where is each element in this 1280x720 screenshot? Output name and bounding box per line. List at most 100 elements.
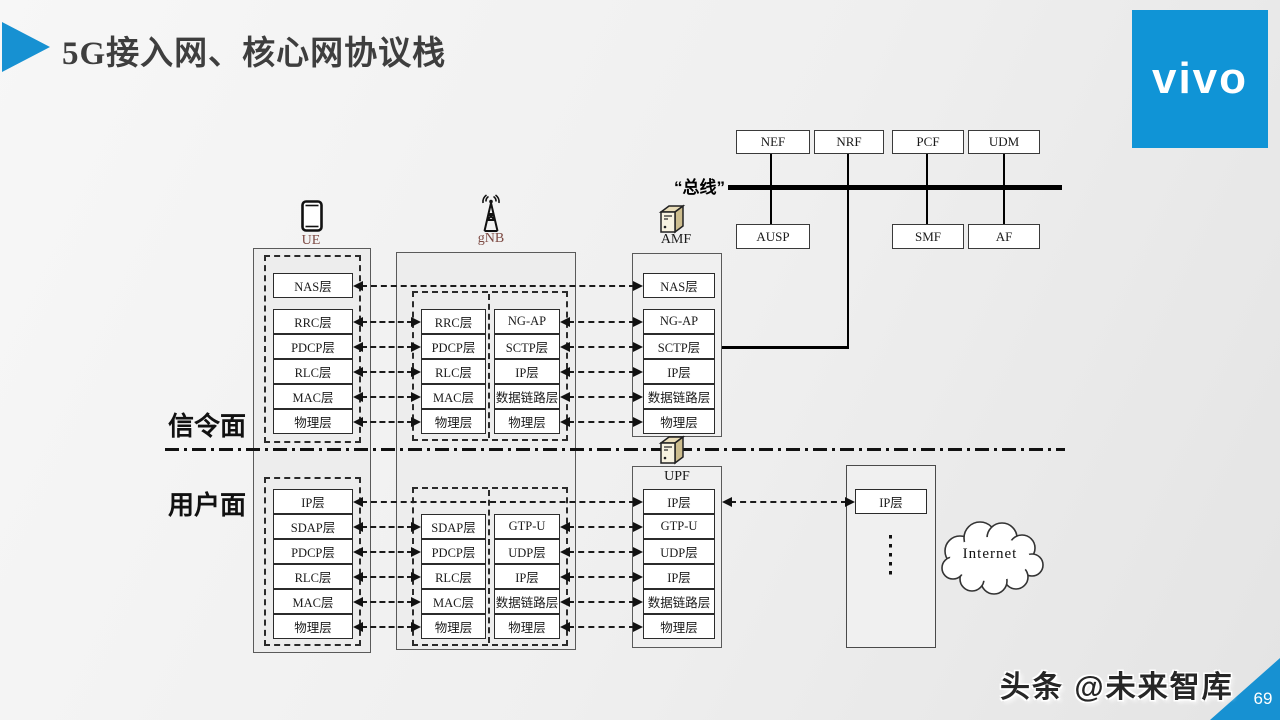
vivo-logo-text: vivo [1151, 54, 1249, 103]
gnb-signaling-divider [488, 294, 490, 438]
layer-box: 物理层 [273, 614, 353, 639]
ue-label: UE [301, 233, 321, 248]
layer-box: RRC层 [421, 309, 486, 334]
layer-box: IP层 [643, 359, 715, 384]
plane-separator-line [165, 448, 1065, 451]
layer-box: 物理层 [421, 409, 486, 434]
dashed-link-line [568, 321, 635, 323]
nf-box-ausp: AUSP [736, 224, 810, 249]
title-arrow-icon [2, 22, 50, 72]
layer-box: 数据链路层 [494, 589, 560, 614]
layer-box: 数据链路层 [643, 589, 715, 614]
nf-box-udm: UDM [968, 130, 1040, 154]
layer-box: 物理层 [643, 409, 715, 434]
layer-box: IP层 [273, 489, 353, 514]
layer-box: SCTP层 [643, 334, 715, 359]
vivo-logo: vivo [1132, 10, 1268, 148]
page-number: 69 [1253, 689, 1273, 708]
layer-box: 物理层 [273, 409, 353, 434]
nf-box-nrf: NRF [814, 130, 884, 154]
layer-box: 物理层 [643, 614, 715, 639]
gnb-user-divider [488, 490, 490, 643]
upf-label: UPF [664, 469, 690, 484]
layer-box: 物理层 [494, 409, 560, 434]
nf-box-af: AF [968, 224, 1040, 249]
amf-nas-layer: NAS层 [643, 273, 715, 298]
layer-box: MAC层 [273, 589, 353, 614]
nf-box-pcf: PCF [892, 130, 964, 154]
layer-box: PDCP层 [421, 334, 486, 359]
nf-box-smf: SMF [892, 224, 964, 249]
layer-box: RLC层 [273, 359, 353, 384]
phone-icon [301, 200, 323, 237]
layer-box: GTP-U [643, 514, 715, 539]
dashed-link-line [568, 421, 635, 423]
dashed-link-line [568, 551, 635, 553]
layer-box: 数据链路层 [494, 384, 560, 409]
layer-box: GTP-U [494, 514, 560, 539]
layer-box: 物理层 [494, 614, 560, 639]
layer-box: PDCP层 [273, 334, 353, 359]
layer-box: SCTP层 [494, 334, 560, 359]
ue-user-dashed-box [264, 477, 361, 646]
layer-box: SDAP层 [273, 514, 353, 539]
layer-box: RRC层 [273, 309, 353, 334]
edge-ip-layer: IP层 [855, 489, 927, 514]
bus-line [728, 185, 1062, 190]
internet-cloud-icon [932, 513, 1046, 601]
page-title: 5G接入网、核心网协议栈 [62, 36, 447, 72]
arrowhead-left-icon [722, 497, 732, 507]
corner-triangle [1210, 658, 1280, 720]
internet-label: Internet [962, 546, 1018, 562]
layer-box: NG-AP [494, 309, 560, 334]
dashed-link-line [568, 576, 635, 578]
nf-box-nef: NEF [736, 130, 810, 154]
dashed-link-line [568, 526, 635, 528]
antenna-icon [471, 194, 511, 239]
layer-box: RLC层 [421, 564, 486, 589]
gnb-label: gNB [477, 231, 505, 246]
connector-nrf-amf-vertical [847, 154, 849, 348]
gnb-user-dashed-box [412, 487, 568, 646]
layer-box: 物理层 [421, 614, 486, 639]
gnb-signaling-dashed-box [412, 291, 568, 441]
layer-box: MAC层 [421, 589, 486, 614]
layer-box: RLC层 [273, 564, 353, 589]
connector-amf-bus-horizontal [722, 346, 849, 349]
dashed-link-line [568, 626, 635, 628]
amf-label: AMF [660, 232, 692, 247]
credit-text: 头条 @未来智库 [1000, 671, 1234, 704]
ue-nas-layer: NAS层 [273, 273, 353, 298]
layer-box: IP层 [643, 489, 715, 514]
dashed-link-line [568, 346, 635, 348]
layer-box: PDCP层 [273, 539, 353, 564]
layer-box: IP层 [494, 359, 560, 384]
connector-nef-ausp [770, 154, 772, 224]
connector-pcf-smf [926, 154, 928, 224]
user-plane-label: 用户面 [168, 490, 247, 520]
amf-server-icon [656, 203, 686, 240]
layer-box: RLC层 [421, 359, 486, 384]
signaling-plane-label: 信令面 [168, 411, 247, 441]
dashed-link-line [568, 371, 635, 373]
layer-box: NG-AP [643, 309, 715, 334]
layer-box: IP层 [494, 564, 560, 589]
bus-label: “总线” [674, 178, 725, 197]
layer-box: PDCP层 [421, 539, 486, 564]
dashed-link-line [730, 501, 847, 503]
layer-box: UDP层 [643, 539, 715, 564]
connector-udm-af [1003, 154, 1005, 224]
upf-server-icon [656, 434, 686, 471]
dashed-link-line [568, 396, 635, 398]
layer-box: SDAP层 [421, 514, 486, 539]
layer-box: MAC层 [421, 384, 486, 409]
